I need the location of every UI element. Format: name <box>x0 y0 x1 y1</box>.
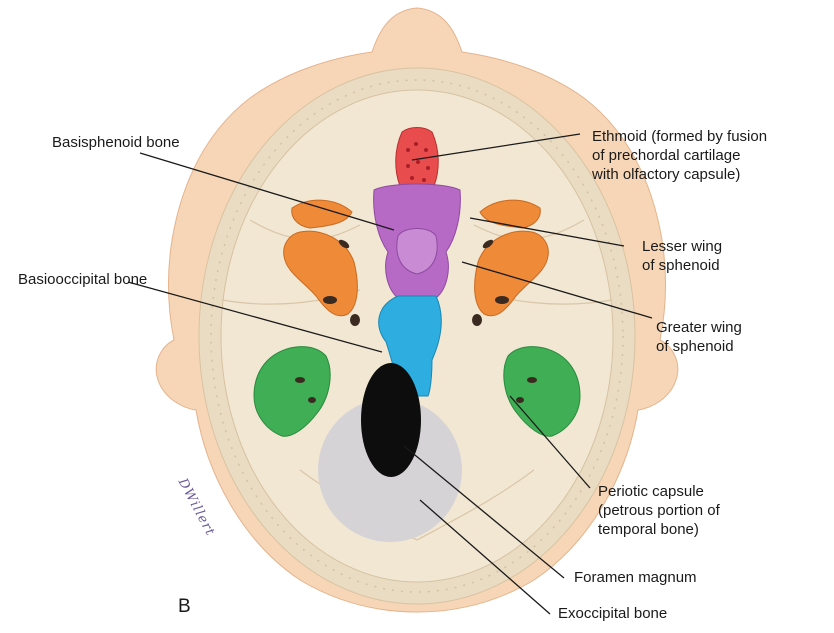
periotic-line-3: temporal bone) <box>598 520 720 539</box>
label-foramen-magnum: Foramen magnum <box>574 568 697 587</box>
lesser-wing-line-2: of sphenoid <box>642 256 722 275</box>
ethmoid-line-1: Ethmoid (formed by fusion <box>592 127 767 146</box>
panel-letter: B <box>178 596 191 618</box>
foramen-magnum <box>361 363 421 477</box>
greater-wing-line-2: of sphenoid <box>656 337 742 356</box>
label-exoccipital: Exoccipital bone <box>558 604 667 623</box>
label-periotic: Periotic capsule (petrous portion of tem… <box>598 482 720 539</box>
ethmoid-line-3: with olfactory capsule) <box>592 165 767 184</box>
label-basisphenoid: Basisphenoid bone <box>52 133 180 152</box>
periotic-line-2: (petrous portion of <box>598 501 720 520</box>
label-lesser-wing: Lesser wing of sphenoid <box>642 237 722 275</box>
lesser-wing-line-1: Lesser wing <box>642 237 722 256</box>
periotic-line-1: Periotic capsule <box>598 482 720 501</box>
ethmoid-line-2: of prechordal cartilage <box>592 146 767 165</box>
greater-wing-line-1: Greater wing <box>656 318 742 337</box>
label-ethmoid: Ethmoid (formed by fusion of prechordal … <box>592 127 767 184</box>
label-greater-wing: Greater wing of sphenoid <box>656 318 742 356</box>
label-basioccipital: Basiooccipital bone <box>18 270 147 289</box>
